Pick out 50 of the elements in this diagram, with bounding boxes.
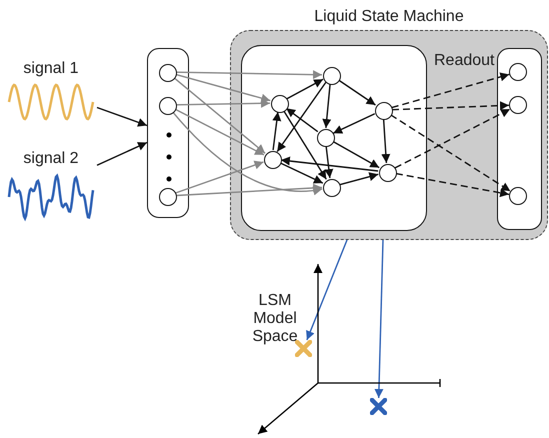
- arrow: [280, 162, 324, 184]
- arrow: [176, 74, 270, 103]
- arrow: [280, 156, 378, 172]
- neuron-circle: [159, 188, 177, 206]
- arrow: [394, 108, 510, 169]
- neuron-circle: [323, 67, 341, 85]
- arrow: [286, 78, 324, 100]
- signal-label: signal 1: [22, 60, 80, 78]
- arrow: [172, 111, 322, 195]
- arrow: [306, 240, 348, 340]
- arrow: [96, 142, 148, 166]
- neuron-circle: [379, 164, 397, 182]
- cross-marker: [295, 340, 312, 357]
- column-title: Readout: [434, 52, 494, 70]
- neuron-circle: [271, 95, 289, 113]
- arrow: [392, 72, 510, 108]
- arrow: [176, 184, 322, 196]
- neuron-circle: [317, 129, 335, 147]
- arrow: [332, 113, 376, 134]
- arrow: [286, 108, 318, 132]
- arrow: [392, 101, 510, 110]
- arrow: [381, 118, 390, 164]
- neuron-circle: [375, 102, 393, 120]
- cross-marker: [370, 398, 387, 415]
- signal-label: signal 2: [22, 150, 80, 168]
- panel-title: Liquid State Machine: [313, 8, 465, 26]
- arrow: [324, 146, 334, 178]
- arrow: [390, 114, 511, 192]
- neuron-circle: [159, 97, 177, 115]
- input-column-box: [147, 48, 189, 218]
- arrow: [176, 98, 270, 108]
- arrow: [175, 160, 264, 194]
- arrow: [174, 108, 264, 156]
- arrow: [338, 79, 376, 106]
- arrow: [322, 84, 332, 128]
- arrow: [340, 172, 378, 186]
- neuron-circle: [323, 179, 341, 197]
- arrow: [272, 112, 282, 150]
- arrow: [96, 106, 148, 127]
- arrow: [176, 70, 322, 80]
- arrow: [332, 140, 380, 168]
- neuron-circle: [264, 151, 282, 169]
- arrow: [173, 77, 266, 154]
- axis-caption: LSM Model Space: [251, 292, 299, 346]
- arrow: [276, 82, 326, 152]
- arrow: [374, 240, 384, 398]
- arrow: [396, 172, 510, 198]
- reservoir-box: [241, 45, 427, 231]
- neuron-circle: [159, 64, 177, 82]
- arrow: [283, 110, 327, 180]
